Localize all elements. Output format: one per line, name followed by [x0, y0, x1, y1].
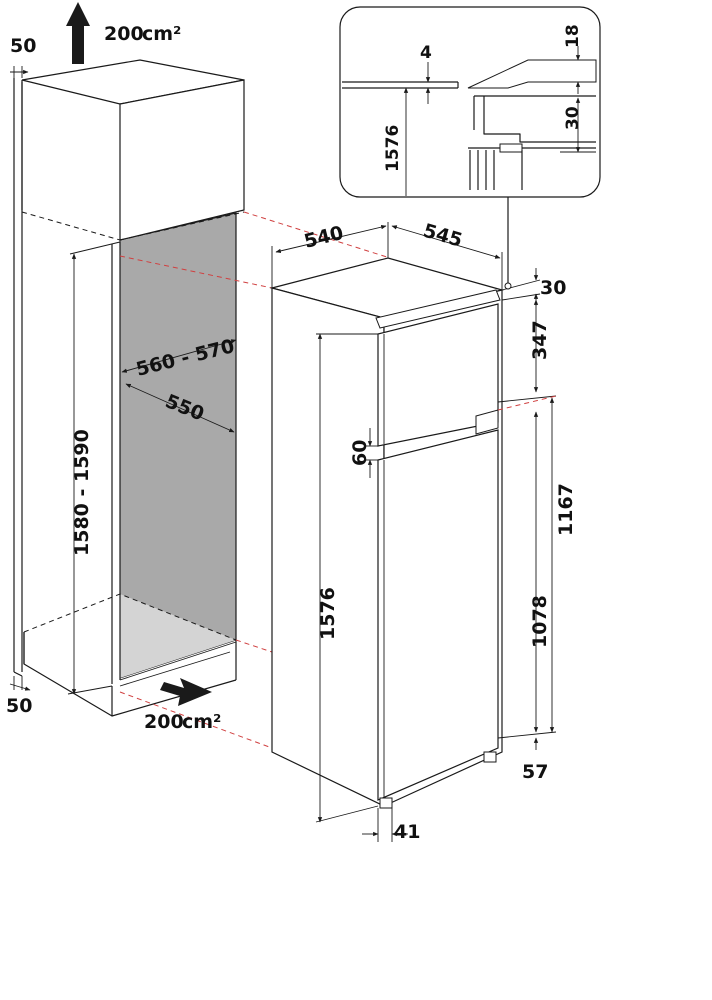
vent-top-unit-label: cm²: [142, 23, 181, 45]
fridge-side: [271, 287, 385, 807]
vent-bottom-unit-label: cm²: [182, 711, 221, 733]
upper-door-label: 347: [529, 320, 551, 360]
lower-door: [377, 429, 499, 801]
detail-callout: [339, 6, 601, 290]
bottom-57-label: 57: [522, 761, 548, 783]
detail-30-label: 30: [563, 106, 583, 130]
detail-1576-label: 1576: [383, 125, 403, 172]
appliance-height-label: 1576: [317, 587, 339, 640]
detail-box: [339, 6, 601, 198]
vent-top-area-label: 200: [104, 23, 144, 45]
appliance-depth-label: 545: [421, 220, 465, 252]
niche-height-label: 1580 - 1590: [71, 429, 93, 556]
detail-18-label: 18: [563, 24, 583, 48]
door-gap-label: 60: [349, 440, 371, 466]
niche-cabinet: [9, 2, 245, 717]
vent-arrow-bottom-icon: [160, 678, 212, 706]
top-gap-label: 30: [540, 277, 566, 299]
fridge-appliance: [269, 176, 557, 842]
height-1167-label: 1167: [555, 483, 577, 536]
bottom-41-label: 41: [394, 821, 420, 843]
upper-cabinet-front: [119, 79, 245, 241]
detail-4-label: 4: [420, 43, 432, 63]
vent-bottom-area-label: 200: [144, 711, 184, 733]
appliance-width-label: 540: [302, 222, 346, 253]
gap-top-label: 50: [10, 35, 36, 57]
top-trim: [375, 289, 501, 329]
height-1078-label: 1078: [529, 595, 551, 648]
gap-bottom-label: 50: [6, 695, 32, 717]
niche-bottom-floor: [120, 594, 236, 678]
vent-arrow-up-icon: [66, 2, 90, 64]
